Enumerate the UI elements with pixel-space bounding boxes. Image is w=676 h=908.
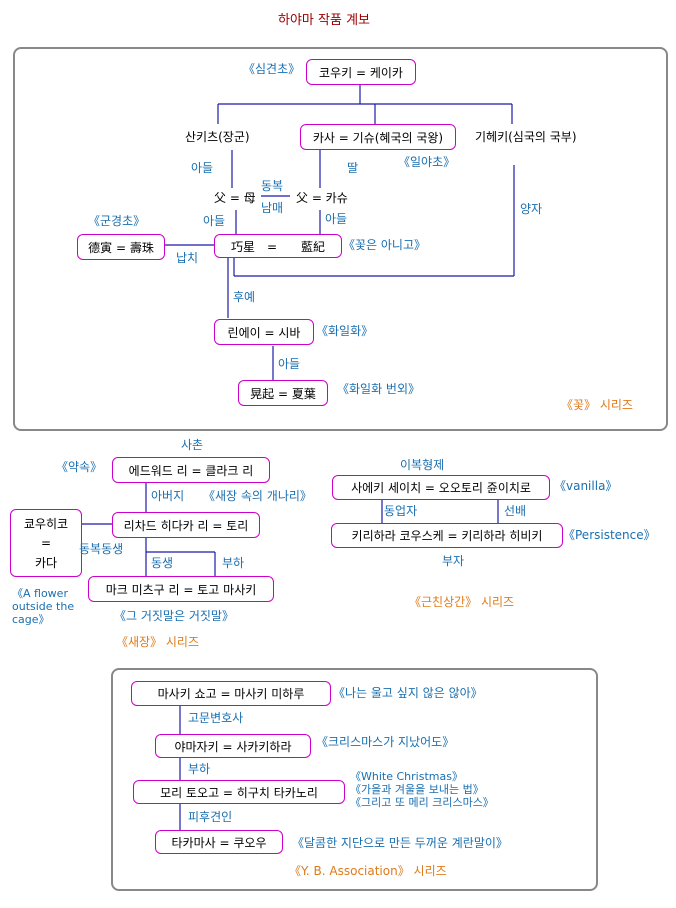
- relation-label-subordinate: 부하: [222, 556, 245, 570]
- relation-label-senior: 선배: [504, 504, 527, 518]
- person-label: 카다: [34, 556, 58, 570]
- series-frame-kkot: [13, 47, 668, 431]
- relation-label-father: 아버지: [151, 489, 185, 503]
- relation-label-subordinate: 부하: [188, 762, 211, 776]
- couple-node-rinei: 린에이 = 시바: [214, 319, 314, 345]
- relation-label-son: 아들: [203, 214, 226, 228]
- couple-node-yamazaki: 야마자키 = 사카키하라: [155, 734, 311, 758]
- work-label: 《A flower: [12, 587, 68, 600]
- relation-label-cousin: 사촌: [181, 438, 204, 452]
- relation-label-lawyer: 고문변호사: [188, 711, 244, 725]
- person-label-sankits: 산키츠(장군): [185, 130, 250, 144]
- relation-label-sibling-siblings: 남매: [261, 201, 284, 215]
- couple-node-mori: 모리 토오고 = 히구치 타카노리: [133, 780, 345, 804]
- work-label: 《새장 속의 개나리》: [203, 489, 312, 503]
- relation-label-son: 아들: [191, 161, 214, 175]
- person-label: 쿄우히코: [23, 517, 69, 531]
- couple-node-kouki: 晃起 = 夏葉: [238, 380, 328, 406]
- work-label: 《심견초》: [243, 62, 301, 76]
- work-label: 《꽃은 아니고》: [343, 238, 427, 252]
- relation-label-brother: 동생: [151, 556, 174, 570]
- relation-label-halfbrothers: 이복형제: [400, 458, 445, 472]
- series-label-geunchin: 《근친상간》 시리즈: [409, 595, 515, 609]
- work-label: 《vanilla》: [554, 479, 618, 493]
- series-frame-yb: [111, 668, 598, 891]
- work-label: 《달콤한 지단으로 만든 두꺼운 계란말이》: [292, 836, 508, 850]
- couple-label-parents-right: 父 = 카슈: [296, 191, 348, 205]
- relation-label-son: 아들: [325, 212, 348, 226]
- couple-node-richard: 리차드 히다카 리 = 토리: [112, 512, 260, 538]
- series-label-yb: 《Y. B. Association》 시리즈: [289, 864, 447, 878]
- relation-label-partner: 동업자: [384, 504, 418, 518]
- relation-label-ward: 피후견인: [188, 810, 233, 824]
- relation-label-halfbrother: 동복동생: [79, 542, 124, 556]
- couple-node-tokudora: 德寅 = 壽珠: [77, 234, 165, 260]
- couple-node-kasa: 카사 = 기슈(혜국의 국왕): [300, 124, 456, 150]
- work-label: 《가을과 겨울을 보내는 법》: [350, 783, 484, 796]
- work-label: 《약속》: [56, 460, 103, 474]
- work-label: 《크리스마스가 지났어도》: [316, 735, 455, 749]
- work-label: 《일야초》: [398, 155, 456, 169]
- couple-label-parents-left: 父 = 母: [214, 191, 256, 205]
- work-label: 《그 거짓말은 거짓말》: [114, 609, 234, 623]
- page-title: 하야마 작품 계보: [278, 13, 370, 28]
- relation-label-sibling: 동복: [261, 179, 284, 193]
- series-label-kkot: 《꽃》 시리즈: [561, 398, 633, 412]
- work-label: 《나는 울고 싶지 않은 않아》: [333, 686, 483, 700]
- work-label: outside the: [12, 600, 75, 613]
- relation-label-son: 아들: [278, 357, 301, 371]
- couple-node-takamasa: 타카마사 = 쿠오우: [155, 830, 283, 854]
- work-label: 《그리고 또 메리 크리스마스》: [350, 796, 494, 809]
- relation-label-adopted: 양자: [520, 202, 543, 216]
- work-label: 《군경초》: [88, 214, 146, 228]
- couple-node-kousei: 巧星 = 藍紀: [214, 234, 342, 258]
- couple-node-masaki: 마사키 쇼고 = 마사키 미하루: [131, 681, 331, 706]
- work-label: cage》: [12, 613, 50, 626]
- relation-label-daughter: 딸: [347, 161, 359, 175]
- couple-node-kyouhiko: 쿄우히코 = 카다: [10, 509, 82, 577]
- couple-node-mark: 마크 미츠구 리 = 토고 마사키: [88, 576, 274, 602]
- relation-label-kidnap: 납치: [176, 251, 199, 265]
- couple-node-koukei: 코우키 = 케이카: [306, 59, 416, 85]
- couple-node-edward: 에드워드 리 = 클라크 리: [112, 457, 270, 483]
- couple-node-kirihara: 키리하라 코우스케 = 키리하라 히비키: [331, 523, 563, 548]
- series-label-saejang: 《새장》 시리즈: [116, 635, 200, 649]
- relation-label-descendant: 후예: [233, 290, 256, 304]
- relation-label-fatherson: 부자: [442, 554, 465, 568]
- work-label: 《White Christmas》: [350, 770, 463, 783]
- work-label: 《Persistence》: [563, 528, 656, 542]
- equals-sign: =: [40, 536, 52, 550]
- couple-node-saeki: 사에키 세이치 = 오오토리 쥰이치로: [332, 475, 550, 500]
- work-label: 《화일화 번외》: [337, 382, 421, 396]
- person-label-gikeki: 기헤키(심국의 국부): [475, 130, 577, 144]
- work-label: 《화일화》: [316, 324, 374, 338]
